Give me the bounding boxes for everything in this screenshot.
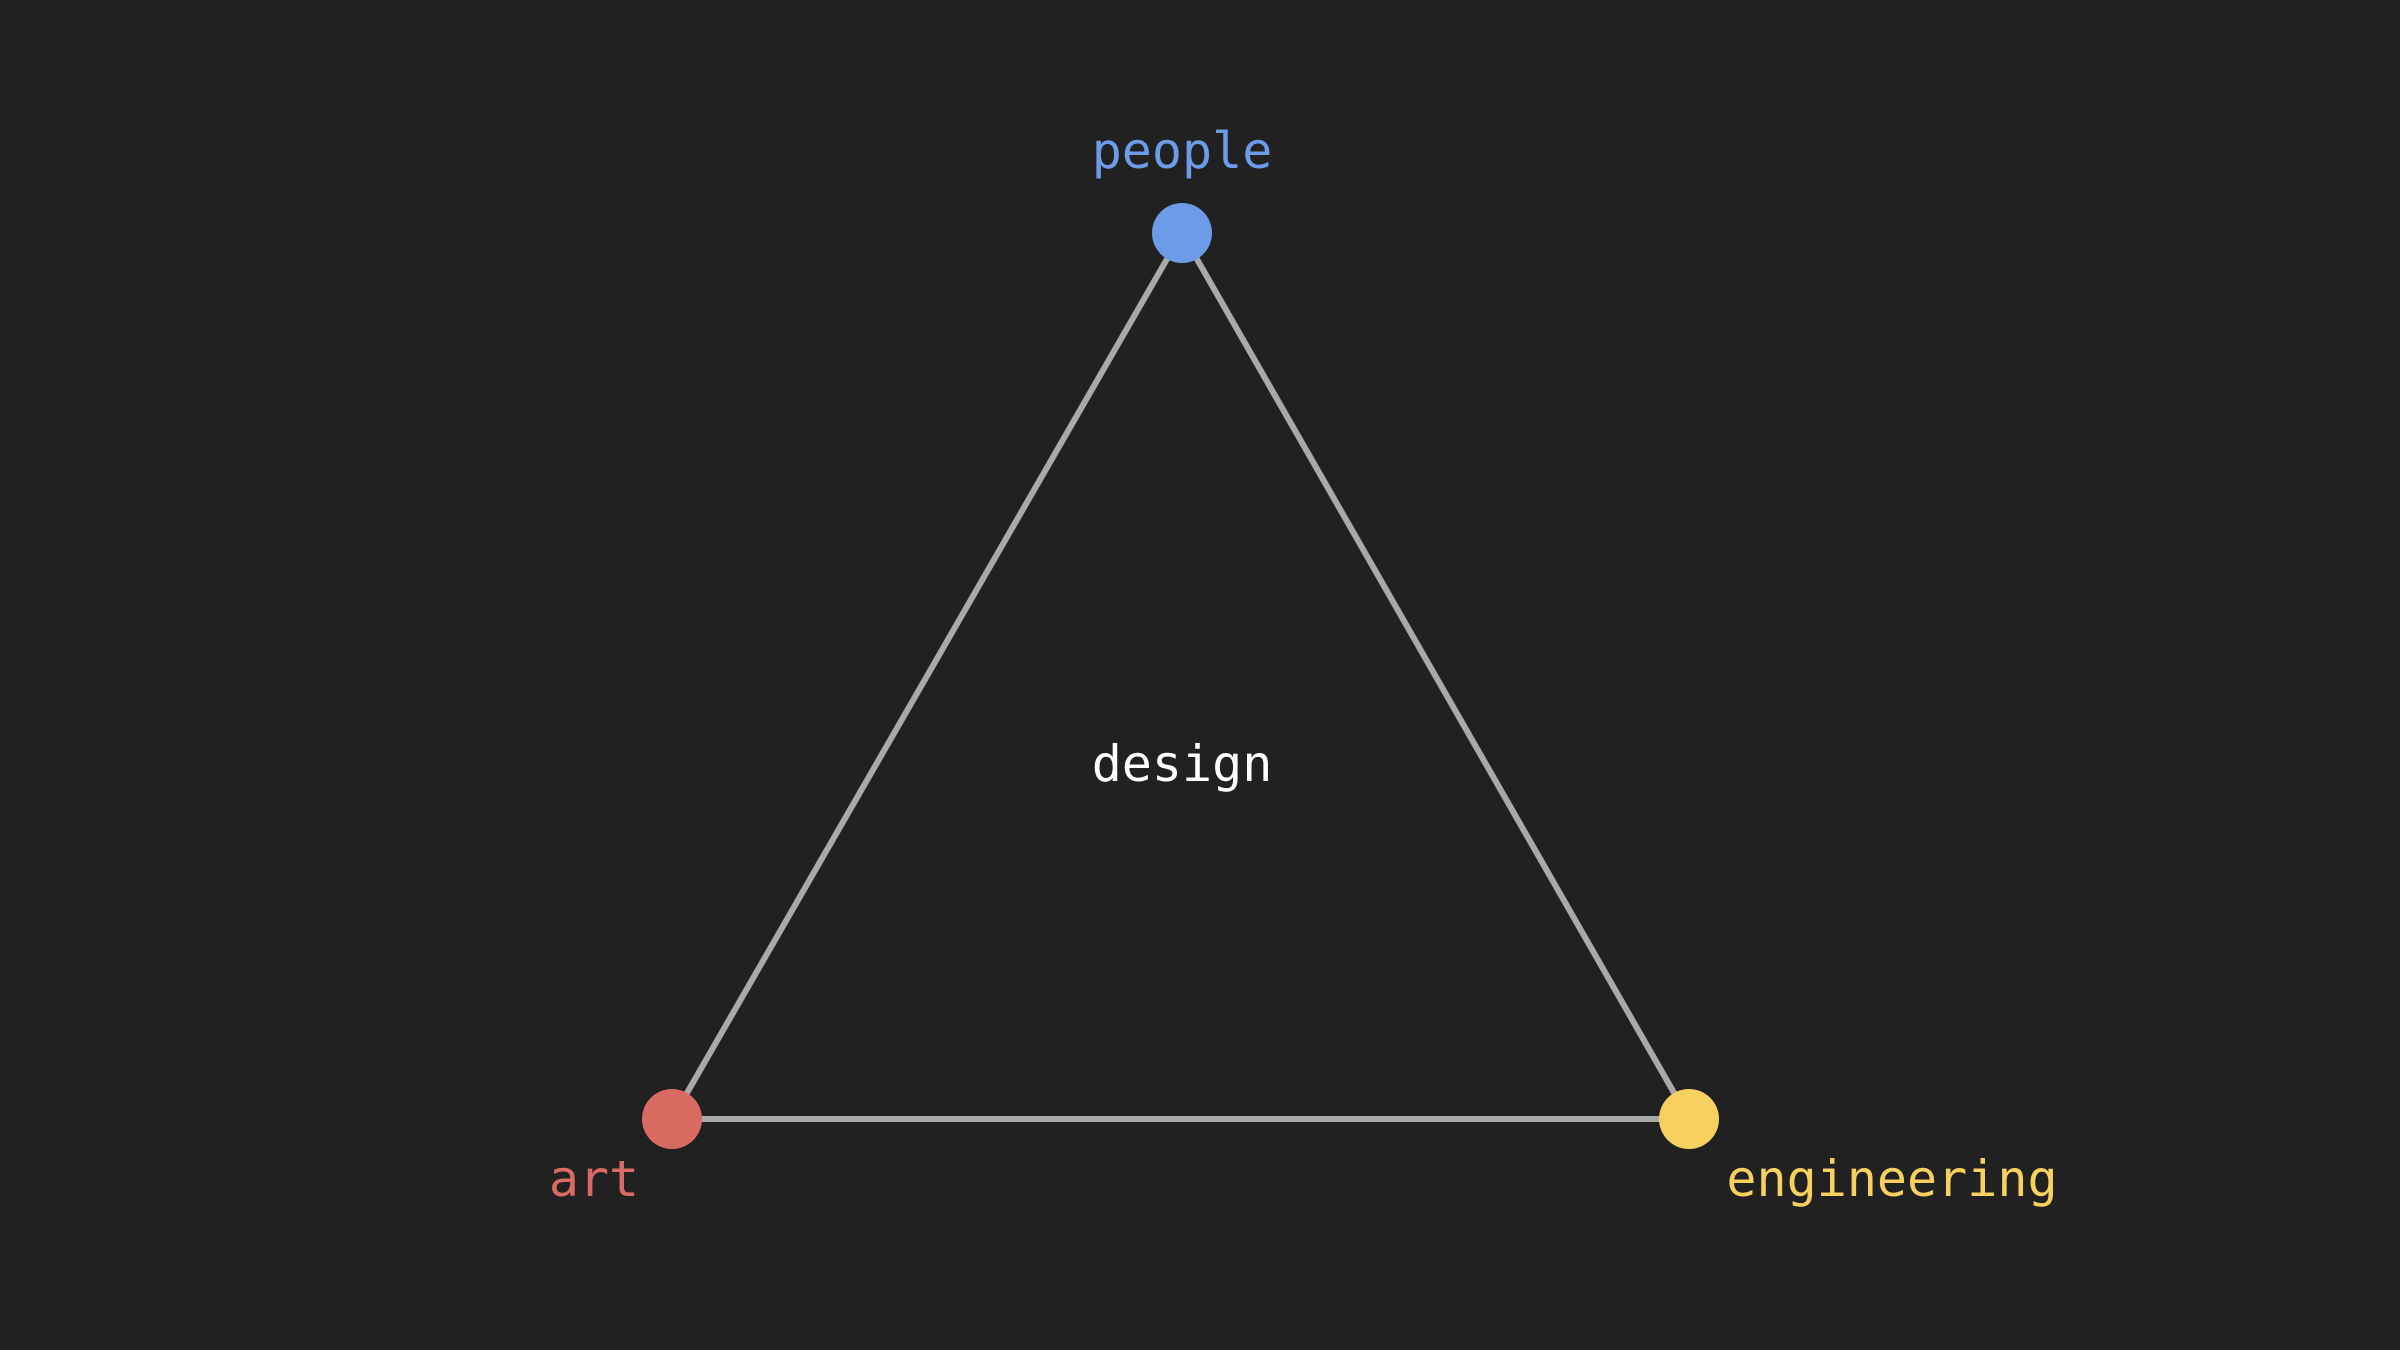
label-engineering: engineering [1726,1150,2057,1208]
edge-people-art [669,230,1185,1122]
node-people [1152,203,1212,263]
node-engineering [1659,1089,1719,1149]
label-design: design [1092,735,1273,793]
label-people: people [1092,122,1273,180]
label-art: art [549,1150,639,1208]
node-art [642,1089,702,1149]
edge-people-engineering [1179,230,1692,1122]
